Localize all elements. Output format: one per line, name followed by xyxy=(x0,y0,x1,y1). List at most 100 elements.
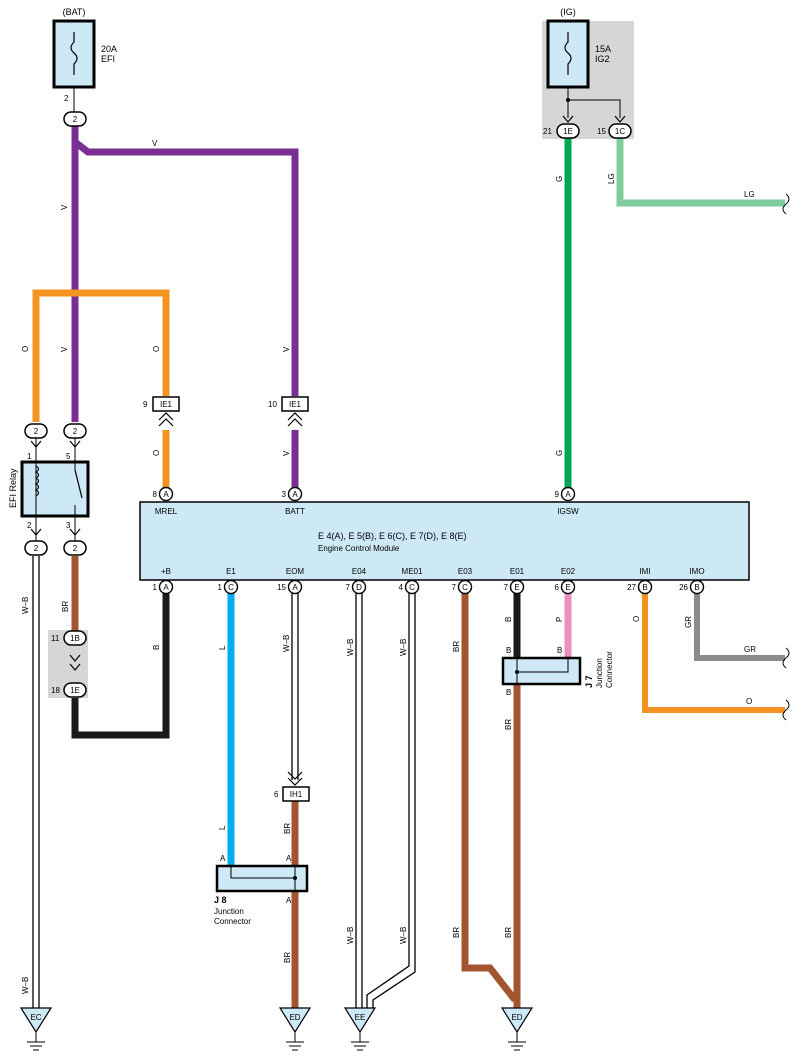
ecm-pin-conn: A xyxy=(292,490,298,499)
wire-break-lg xyxy=(782,193,790,215)
wire-label-br-5: BR xyxy=(452,927,461,938)
ecm-pin-conn: A xyxy=(163,583,169,592)
fuse-efi xyxy=(52,19,96,112)
wire-label-g-2: G xyxy=(555,450,564,456)
wire-label-o-4: O xyxy=(632,616,641,622)
ground-ec: EC xyxy=(19,1007,53,1051)
ecm-pin-conn: A xyxy=(292,583,298,592)
ecm-pin-number: 26 xyxy=(679,583,688,592)
ecm-pin-conn: B xyxy=(642,583,647,592)
wire-label-wb-2: W–B xyxy=(21,977,30,994)
wire-br-e03 xyxy=(461,592,518,1003)
fuse-efi-pin: 2 xyxy=(64,94,69,103)
efi-relay-name: EFI Relay xyxy=(8,468,18,508)
ecm-bottom-pin-0: A1+B xyxy=(153,567,174,595)
ecm-pin-name: E01 xyxy=(510,567,525,576)
junction-j8 xyxy=(215,864,309,893)
svg-text:EE: EE xyxy=(355,1013,366,1022)
relay-pin-3: 3 xyxy=(66,521,71,530)
svg-text:IE1: IE1 xyxy=(289,400,302,409)
ecm-pin-number: 8 xyxy=(153,490,158,499)
ecm-pin-number: 4 xyxy=(399,583,404,592)
ecm-pin-name: +B xyxy=(161,567,171,576)
ecm-box xyxy=(139,501,750,581)
j7-line1: Junction xyxy=(595,658,604,688)
relay-arrows xyxy=(30,440,81,536)
ecm-pin-name: IMO xyxy=(689,567,704,576)
svg-text:EC: EC xyxy=(30,1013,41,1022)
j8-line1: Junction xyxy=(214,907,244,916)
j7-id: J 7 xyxy=(584,675,594,688)
ecm-pin-name: E1 xyxy=(226,567,236,576)
connector-ih1-pin: 6 xyxy=(274,790,279,799)
ecm-pin-name: EOM xyxy=(286,567,305,576)
connector-1e-pin: 21 xyxy=(543,127,552,136)
connector-2-relay-v: 2 xyxy=(63,423,87,439)
wire-label-b-1: B xyxy=(152,645,161,650)
j8-id: J 8 xyxy=(214,895,227,905)
ecm-pin-number: 1 xyxy=(153,583,158,592)
wire-wb-me01-1 xyxy=(366,592,410,1008)
ecm-pin-name: MREL xyxy=(155,507,178,516)
ecm-pin-number: 9 xyxy=(555,490,560,499)
wire-o-imi xyxy=(642,592,785,713)
wire-label-o-3: O xyxy=(152,450,161,456)
connector-1e-ig: 1E xyxy=(556,123,580,139)
connector-2-fuse: 2 xyxy=(63,111,87,127)
wire-label-o-1: O xyxy=(21,346,30,352)
connector-1e-body-pin: 18 xyxy=(51,686,60,695)
connector-1b-arrows xyxy=(69,654,81,671)
svg-text:2: 2 xyxy=(73,427,78,436)
fuse-efi-amp: 20A xyxy=(101,44,117,54)
j8-pin-a-bottom: A xyxy=(286,896,292,905)
ecm-pin-number: 15 xyxy=(277,583,286,592)
ecm-pin-conn: A xyxy=(565,490,571,499)
wire-break-gr xyxy=(782,647,790,669)
svg-text:1C: 1C xyxy=(615,127,625,136)
wire-label-v-4: V xyxy=(282,450,291,456)
wire-label-wb-7: W–B xyxy=(399,927,408,944)
j7-pin-b-left: B xyxy=(506,646,511,655)
ecm-title: E 4(A), E 5(B), E 6(C), E 7(D), E 8(E) xyxy=(318,531,467,541)
wire-label-wb-4: W–B xyxy=(346,639,355,656)
connector-2-relay-wb: 2 xyxy=(24,540,48,556)
ecm-pin-conn: E xyxy=(565,583,570,592)
svg-text:ED: ED xyxy=(511,1013,522,1022)
ecm-pin-number: 27 xyxy=(627,583,636,592)
wire-v-batt xyxy=(71,126,299,396)
ecm-pin-name: IMI xyxy=(639,567,650,576)
wire-label-br-3: BR xyxy=(283,952,292,963)
connector-1c-ig: 1C xyxy=(608,123,632,139)
wire-b-plus xyxy=(71,592,170,739)
svg-text:1E: 1E xyxy=(563,127,573,136)
ground-ed-2: ED xyxy=(500,1007,534,1051)
ecm-pin-conn: E xyxy=(514,583,519,592)
ground-ed-1: ED xyxy=(278,1007,312,1051)
j8-pin-a-left: A xyxy=(220,854,226,863)
wire-label-br-7: BR xyxy=(504,927,513,938)
svg-text:1B: 1B xyxy=(70,634,80,643)
wire-label-wb-3: W–B xyxy=(282,635,291,652)
svg-text:ED: ED xyxy=(289,1013,300,1022)
svg-text:IH1: IH1 xyxy=(290,790,303,799)
svg-text:2: 2 xyxy=(34,544,39,553)
wire-label-v-top: V xyxy=(152,139,158,148)
svg-text:2: 2 xyxy=(73,544,78,553)
ecm-pin-conn: C xyxy=(228,583,234,592)
wire-label-o-2: O xyxy=(152,346,161,352)
j7-line2: Connector xyxy=(605,651,614,688)
svg-text:2: 2 xyxy=(73,115,78,124)
relay-pin-2: 2 xyxy=(27,521,32,530)
fuse-efi-name: EFI xyxy=(101,54,115,64)
connector-1e-body: 1E xyxy=(63,682,87,698)
ecm-pin-conn: C xyxy=(409,583,415,592)
connector-1c-pin: 15 xyxy=(597,127,606,136)
